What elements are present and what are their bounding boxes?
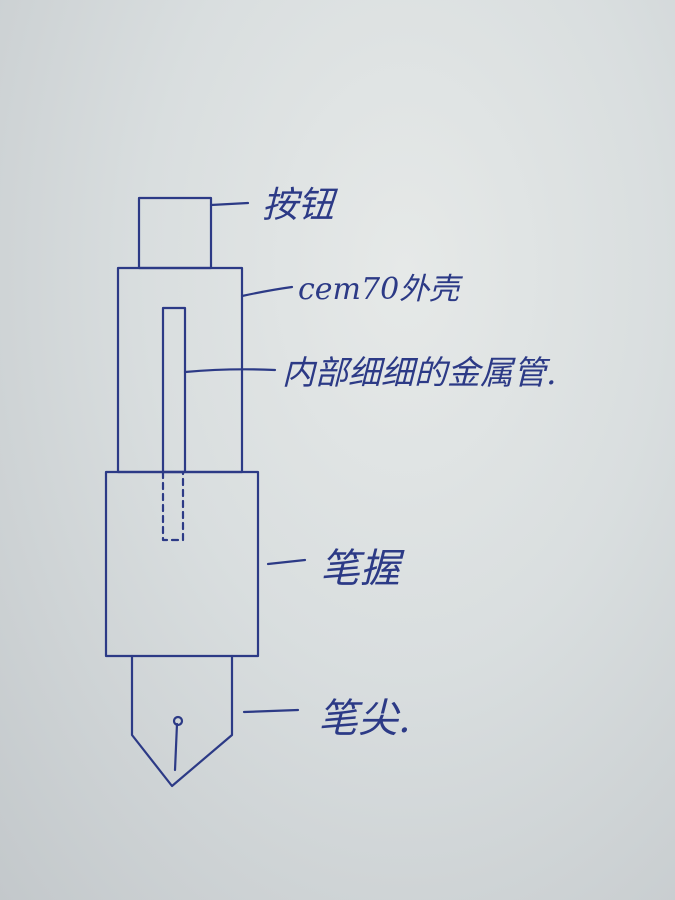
inner-tube-part — [161, 306, 187, 474]
label-inner-tube: 内部细细的金属管. — [282, 353, 557, 392]
nib-part — [130, 654, 234, 788]
leader-button — [209, 201, 250, 207]
label-button: 按钮 — [262, 185, 335, 226]
label-shell: cem70外壳 — [298, 272, 460, 307]
leader-shell — [240, 285, 294, 298]
nib-slit — [173, 722, 179, 772]
button-part — [137, 196, 213, 270]
label-grip: 笔握 — [320, 546, 400, 592]
inner-tube-hidden — [161, 470, 185, 542]
label-nib: 笔尖. — [318, 696, 411, 742]
leader-tube — [183, 368, 277, 374]
leader-grip — [266, 558, 307, 566]
nib-hole — [172, 715, 184, 727]
leader-nib — [242, 708, 300, 714]
grip-part — [104, 470, 260, 658]
